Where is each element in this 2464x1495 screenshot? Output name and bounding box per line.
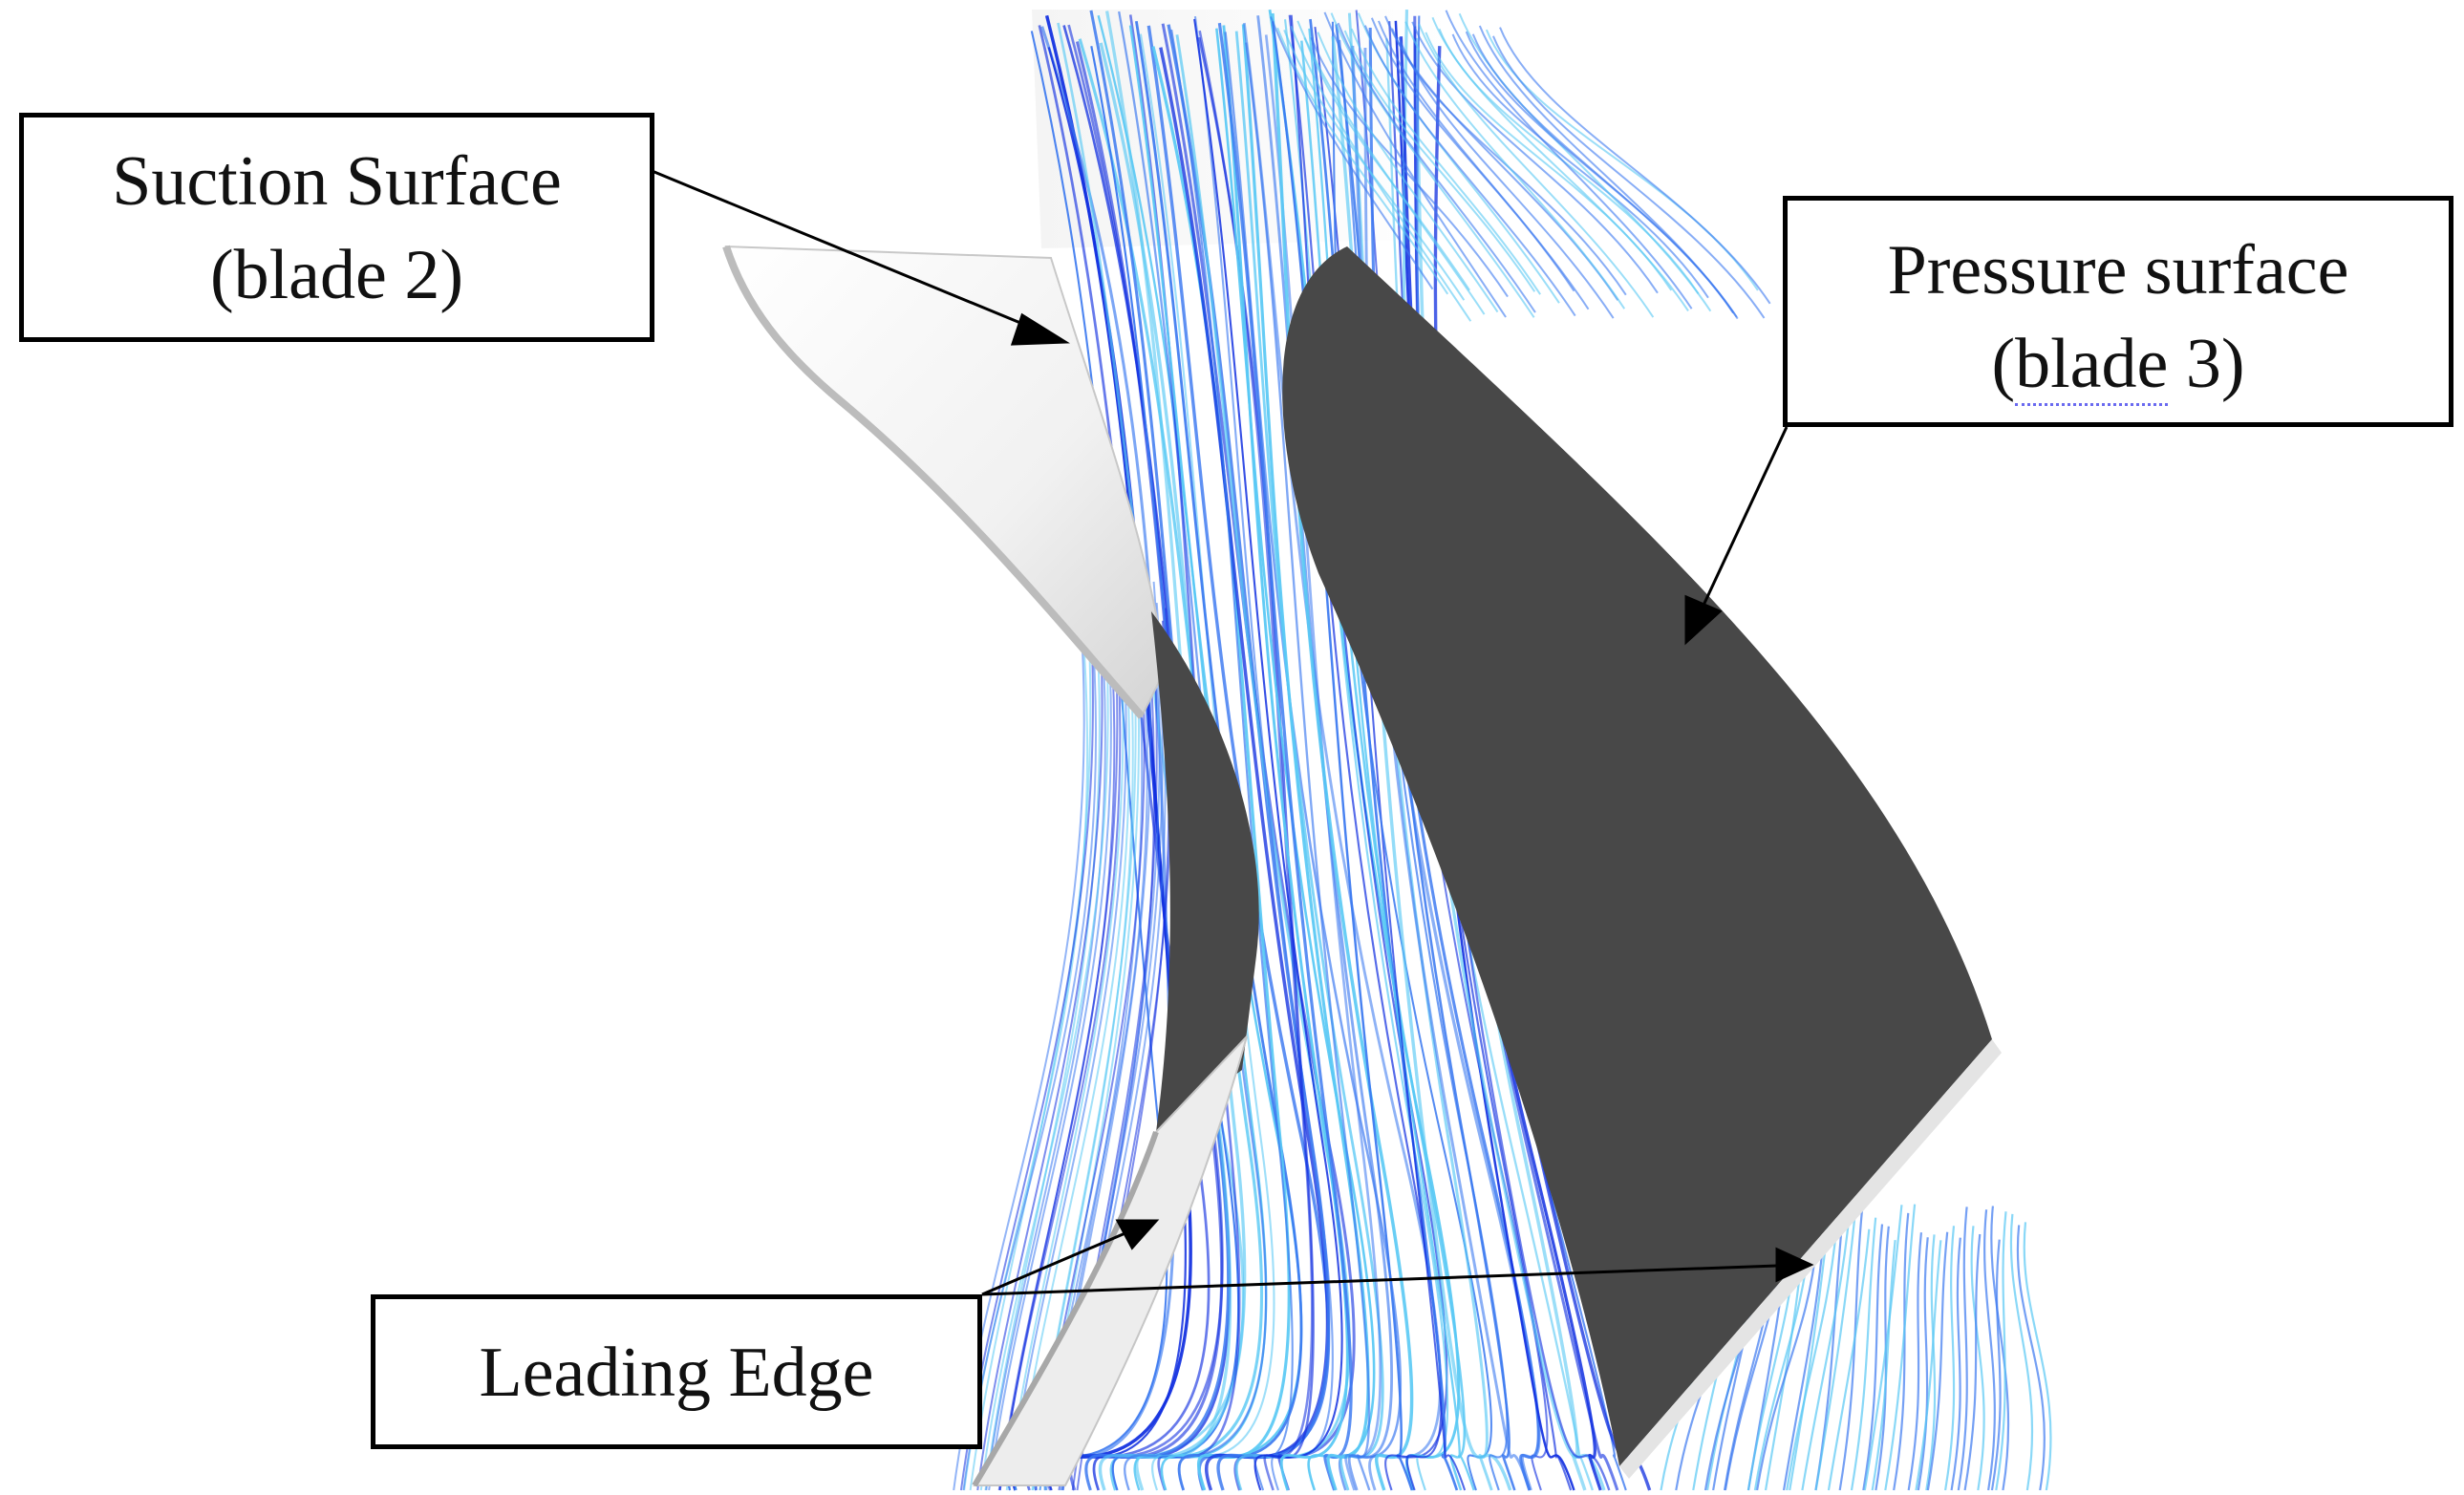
leading-edge-blade-3 — [1619, 1039, 2002, 1479]
streamline — [1990, 1206, 2010, 1491]
streamline — [984, 589, 1101, 1491]
streamline — [1782, 1239, 1825, 1491]
pressure-label-word: blade — [2015, 325, 2169, 406]
blade-2-lower-dark — [1151, 611, 1259, 1132]
streamline — [959, 583, 1094, 1491]
streamline — [1499, 27, 1771, 305]
streamline — [1957, 1207, 1968, 1491]
streamline — [1458, 12, 1712, 312]
leading-edge-label-line1: Leading Edge — [479, 1334, 874, 1412]
streamline — [976, 578, 1103, 1491]
streamline — [1907, 1232, 1923, 1491]
pressure-surface-label: Pressure surface (blade 3) — [1783, 196, 2453, 427]
streamline — [1343, 30, 1536, 292]
streamline — [1290, 25, 1472, 322]
streamline — [985, 609, 1106, 1491]
streamline — [1915, 1240, 1942, 1491]
suction-surface-blade-2-edge — [722, 245, 1146, 719]
streamline — [1850, 1217, 1877, 1491]
streamline — [1398, 36, 1615, 319]
streamline — [1990, 1239, 2002, 1491]
suction-surface-label: Suction Surface (blade 2) — [19, 113, 654, 342]
streamline — [969, 574, 1092, 1491]
streamline — [2023, 1222, 2052, 1491]
streamline — [1363, 25, 1576, 317]
streamline — [1871, 1239, 1896, 1491]
streamline — [1431, 16, 1689, 312]
streamline — [1786, 1228, 1838, 1491]
pressure-surface-label-line2: (blade 3) — [1788, 317, 2449, 411]
streamline — [1893, 1212, 1910, 1491]
streamline — [1970, 1226, 1985, 1491]
streamline — [1005, 585, 1125, 1491]
arrowhead-leading-left — [1115, 1219, 1160, 1250]
arrowhead-suction — [1010, 312, 1070, 346]
arrow-leading-left — [981, 1230, 1128, 1296]
streamline — [1451, 33, 1709, 299]
streamline — [1445, 10, 1693, 310]
arrow-suction — [649, 168, 1038, 331]
pressure-label-prefix: ( — [1991, 325, 2016, 403]
suction-surface-blade-2 — [724, 245, 1168, 718]
streamline — [1283, 30, 1466, 301]
streamline — [1276, 27, 1449, 295]
streamline — [1756, 1241, 1818, 1491]
streamline — [1323, 11, 1507, 318]
annotation-arrows — [649, 168, 1814, 1296]
streamline — [1350, 28, 1541, 295]
streamline — [1995, 1211, 2007, 1491]
streamline — [1270, 16, 1434, 290]
streamline — [1404, 21, 1626, 310]
streamline — [1863, 1205, 1903, 1491]
streamline — [1827, 1228, 1871, 1491]
streamline — [1917, 1237, 1929, 1491]
leading-edge-blade-2-shadow — [972, 1131, 1159, 1487]
streamline — [998, 609, 1122, 1491]
arrow-pressure — [1699, 426, 1789, 612]
pressure-surface-label-line1: Pressure surface — [1887, 231, 2349, 310]
streamline — [1139, 33, 1275, 1491]
streamline — [1418, 23, 1655, 318]
streamline — [1925, 1234, 1937, 1491]
streamline — [1241, 24, 1370, 1491]
streamline — [1944, 1226, 1956, 1491]
streamline — [1884, 1204, 1917, 1491]
arrow-leading-right — [981, 1264, 1778, 1296]
streamline — [979, 588, 1109, 1491]
streamline — [1303, 36, 1470, 291]
suction-surface-label-line2: (blade 2) — [209, 236, 464, 314]
streamline — [1222, 25, 1349, 1491]
streamline — [1478, 25, 1739, 320]
streamline — [1378, 20, 1590, 310]
streamline — [2016, 1225, 2046, 1491]
streamline — [988, 601, 1112, 1491]
streamline — [1983, 1209, 1996, 1491]
streamline — [1862, 1224, 1884, 1491]
suction-surface-label-line1: Suction Surface — [112, 142, 562, 221]
streamline — [962, 618, 1098, 1491]
streamline — [1492, 35, 1766, 319]
streamline — [2009, 1213, 2034, 1491]
pressure-label-suffix: 3) — [2168, 325, 2245, 403]
streamline — [1814, 1204, 1857, 1491]
arrowhead-pressure — [1684, 594, 1723, 646]
streamline — [1801, 1211, 1852, 1491]
leading-edge-label: Leading Edge — [371, 1294, 982, 1449]
streamline — [1963, 1233, 1982, 1491]
pressure-surface-blade-3 — [1282, 246, 1992, 1466]
streamline — [1014, 614, 1130, 1491]
arrowhead-leading-right — [1775, 1247, 1814, 1283]
streamline — [1317, 32, 1499, 313]
streamline — [1337, 22, 1536, 313]
streamline — [1411, 21, 1659, 294]
streamline — [1008, 598, 1127, 1491]
streamline — [1330, 12, 1535, 318]
streamline — [1950, 1237, 1961, 1491]
streamline — [1926, 1231, 1949, 1491]
streamline — [1296, 20, 1486, 315]
streamline — [1310, 36, 1509, 298]
